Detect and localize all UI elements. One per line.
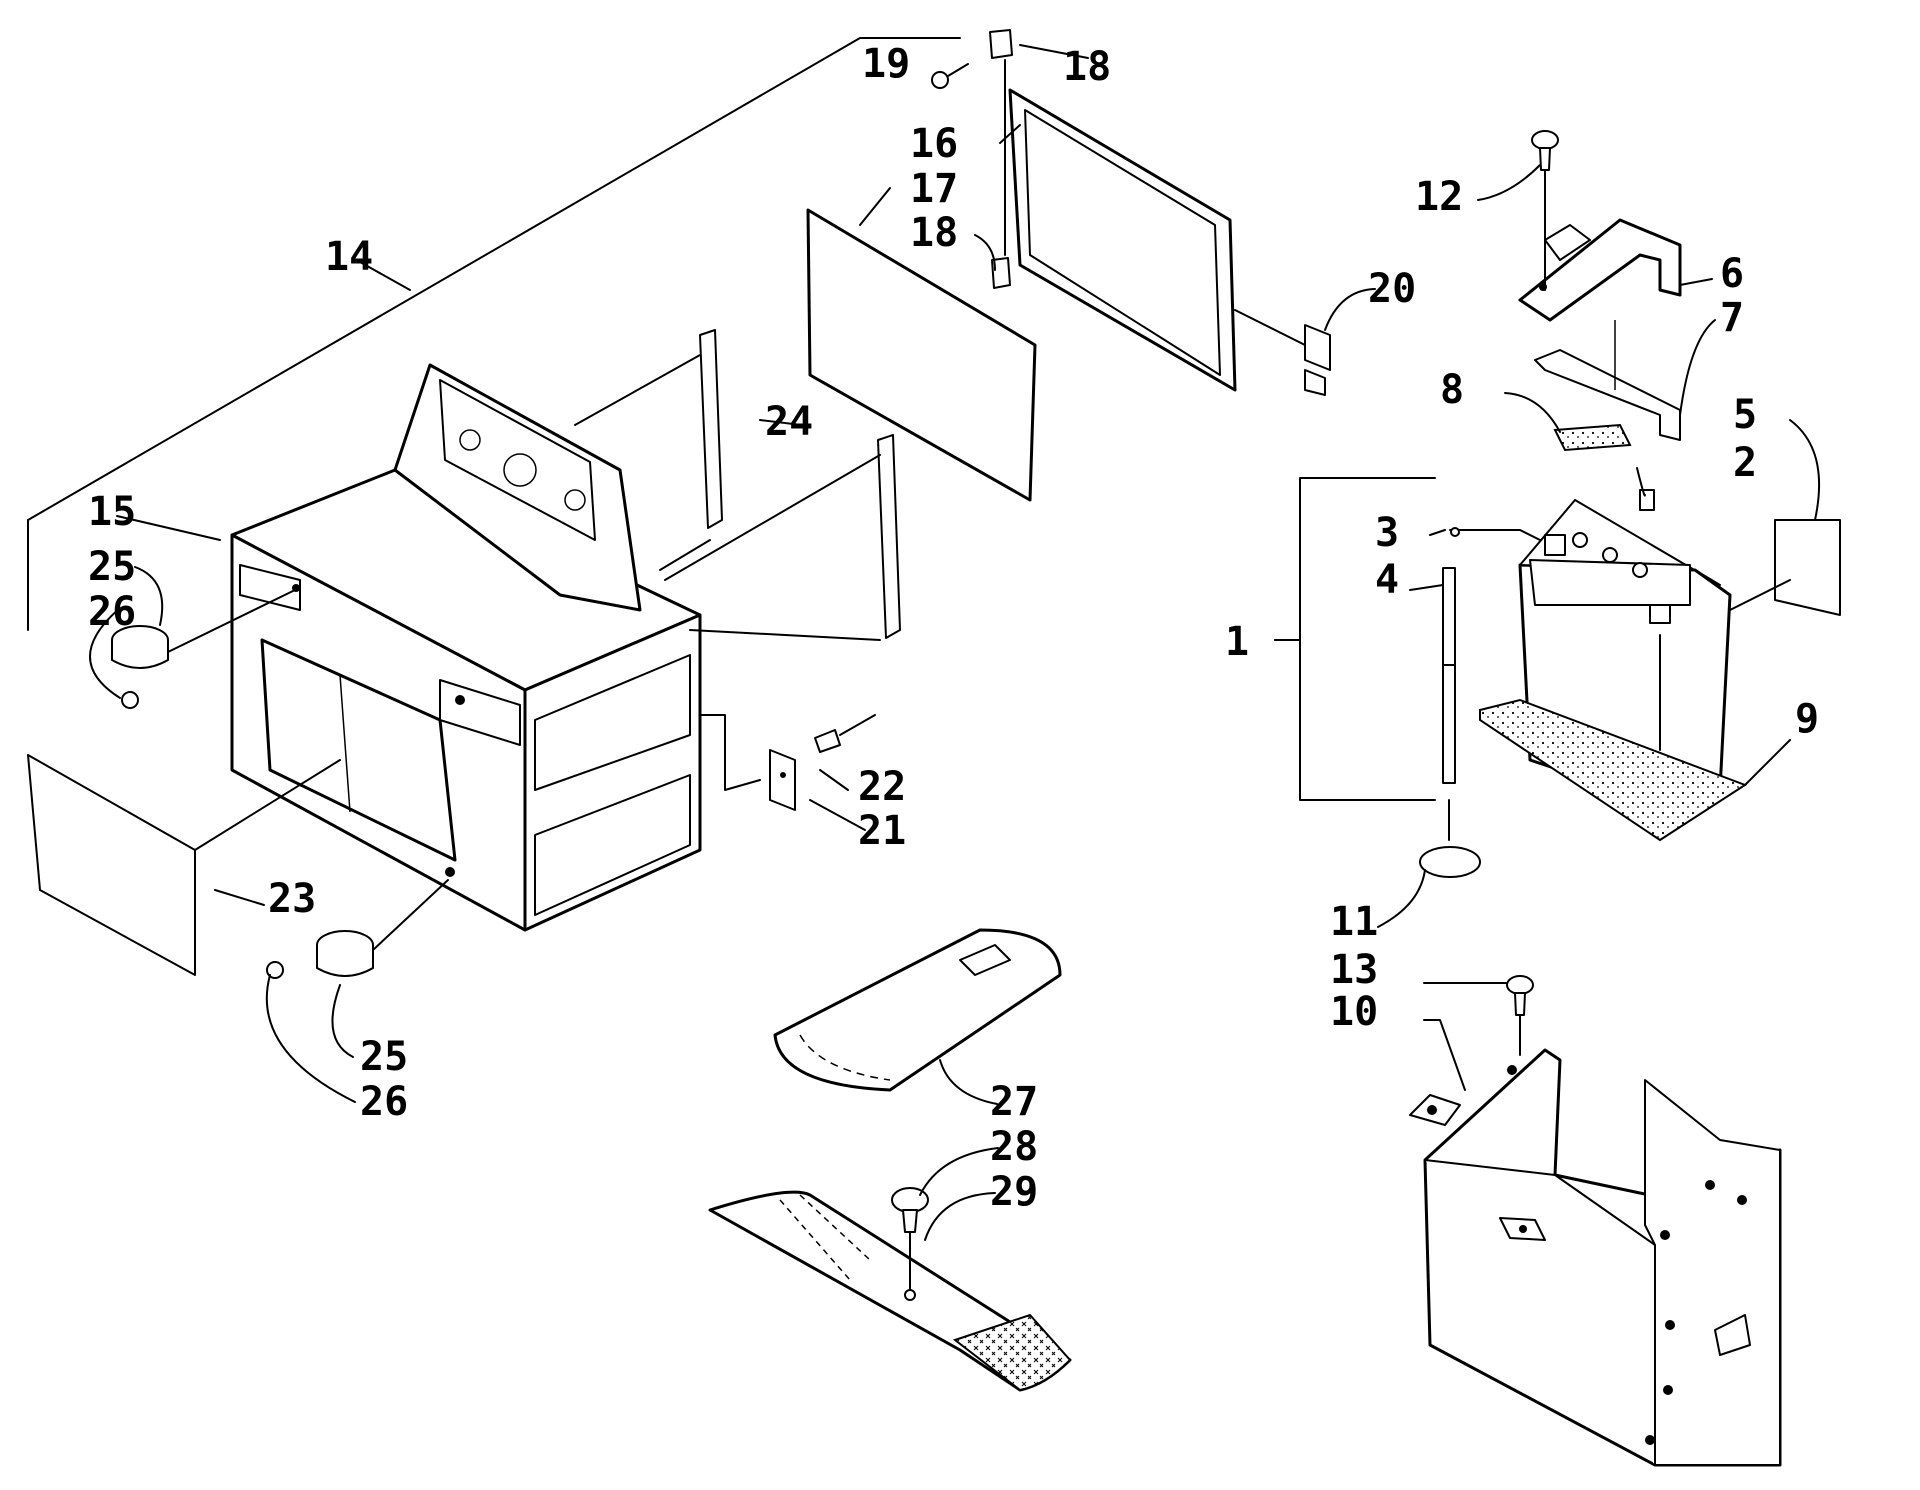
callout-12: 12 [1415,174,1463,220]
hold-down-bracket-6 [1518,130,1682,322]
callout-4: 4 [1375,557,1399,603]
callout-17: 17 [910,166,958,212]
callout-13: 13 [1330,947,1378,993]
battery-tray-10 [1409,975,1782,1467]
bracket-pad-8 [1553,423,1632,452]
callout-labels: 1 2 3 4 5 6 7 8 9 10 11 12 13 14 15 16 1… [88,41,1819,1215]
vent-tube-4 [1419,527,1571,878]
storage-box-housing [230,363,702,932]
strap-29 [708,1187,1072,1392]
hinge-plate-21 [699,714,876,811]
callout-15: 15 [88,489,136,535]
lid-frame-16 [931,29,1237,392]
battery-label-5 [1729,519,1841,616]
callout-28: 28 [990,1124,1038,1170]
callout-8: 8 [1440,367,1464,413]
callout-2: 2 [1733,440,1757,486]
battery-pad-9 [1479,698,1791,842]
callout-7: 7 [1720,295,1744,341]
callout-25b: 25 [360,1034,408,1080]
clamp-and-nut-upper [111,589,296,709]
callout-23: 23 [268,876,316,922]
bracket-spacer-7 [1534,320,1681,441]
front-panel-23 [27,754,341,976]
callout-24: 24 [765,399,813,445]
cushion-27 [773,928,1062,1092]
clamp-and-nut-lower [266,879,449,979]
callout-6: 6 [1720,251,1744,297]
callout-29: 29 [990,1169,1038,1215]
callout-3: 3 [1375,510,1399,556]
callout-19: 19 [862,41,910,87]
callout-18b: 18 [910,210,958,256]
callout-18a: 18 [1063,44,1111,90]
hinge-rods-24 [574,329,901,641]
callout-20: 20 [1368,266,1416,312]
callout-16: 16 [910,121,958,167]
callout-22: 22 [858,764,906,810]
callout-5: 5 [1733,392,1757,438]
callout-21: 21 [858,808,906,854]
assembly-bracket-14 [27,37,961,631]
callout-9: 9 [1795,696,1819,742]
callout-26a: 26 [88,589,136,635]
callout-10: 10 [1330,989,1378,1035]
leader-lines [89,44,1821,1241]
callout-11: 11 [1330,899,1378,945]
callout-14: 14 [325,234,373,280]
callout-27: 27 [990,1079,1038,1125]
callout-25a: 25 [88,544,136,590]
lid-panel-17 [806,208,1037,502]
latch-20 [1234,309,1331,396]
callout-26b: 26 [360,1079,408,1125]
callout-1: 1 [1225,619,1249,665]
